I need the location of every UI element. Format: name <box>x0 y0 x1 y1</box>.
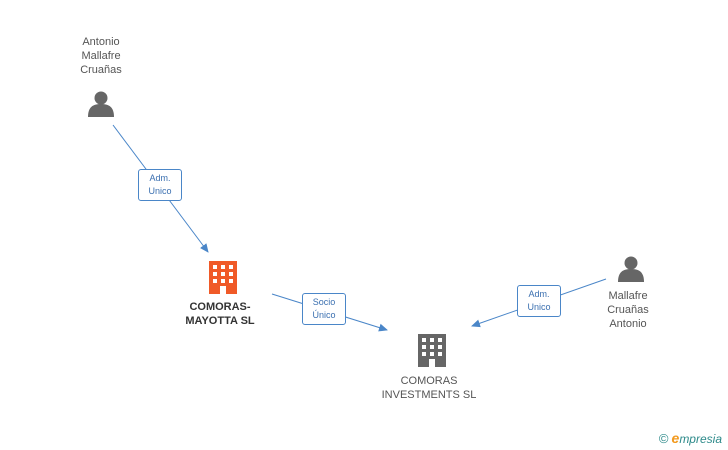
building-icon[interactable] <box>418 334 446 367</box>
edge-label-adm-unico: Adm. Unico <box>138 169 182 201</box>
node-label-antonio-mallafre[interactable]: Antonio Mallafre Cruañas <box>80 36 122 76</box>
node-label-mallafre-antonio[interactable]: Mallafre Cruañas Antonio <box>607 290 649 330</box>
person-icon[interactable] <box>88 91 114 118</box>
node-label-comoras-mayotta[interactable]: COMORAS- MAYOTTA SL <box>185 301 255 327</box>
empresia-logo: ©empresia <box>659 430 722 446</box>
building-icon[interactable] <box>209 261 237 294</box>
brand-rest: mpresia <box>679 432 722 446</box>
copyright-symbol: © <box>658 431 669 446</box>
brand-e: e <box>671 430 680 446</box>
edge-label-socio-unico: Socio Único <box>302 293 346 325</box>
person-icon[interactable] <box>618 256 644 283</box>
edge-label-adm-unico: Adm. Unico <box>517 285 561 317</box>
node-label-comoras-investments[interactable]: COMORAS INVESTMENTS SL <box>381 375 477 401</box>
